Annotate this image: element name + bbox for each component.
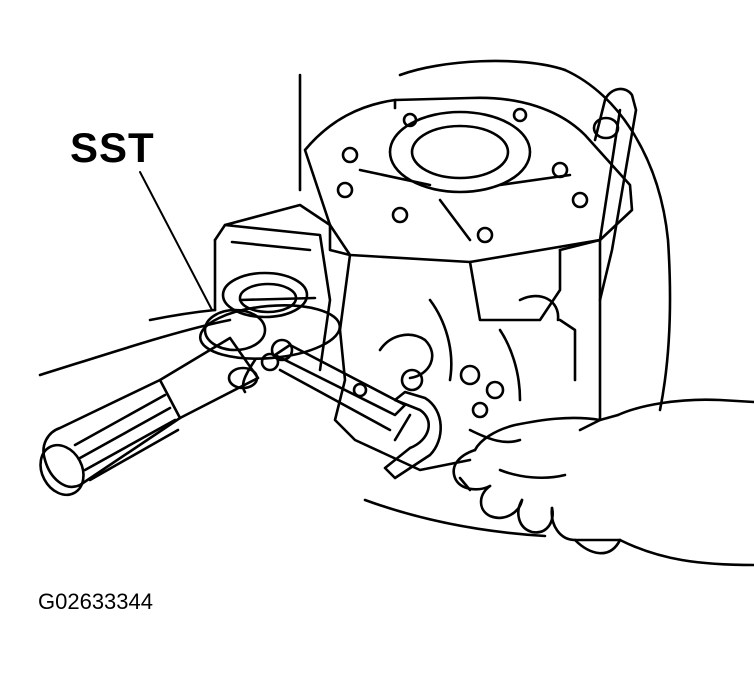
shift-lever	[592, 87, 638, 302]
transmission-case	[213, 203, 602, 472]
sst-callout-label: SST	[70, 124, 155, 171]
oil-seal	[221, 271, 309, 319]
extension-housing	[303, 96, 634, 264]
callout-leader	[139, 171, 213, 311]
sst-tool	[39, 304, 442, 497]
background-frame	[38, 59, 672, 538]
hand	[452, 398, 754, 567]
figure-code: G02633344	[38, 589, 153, 614]
